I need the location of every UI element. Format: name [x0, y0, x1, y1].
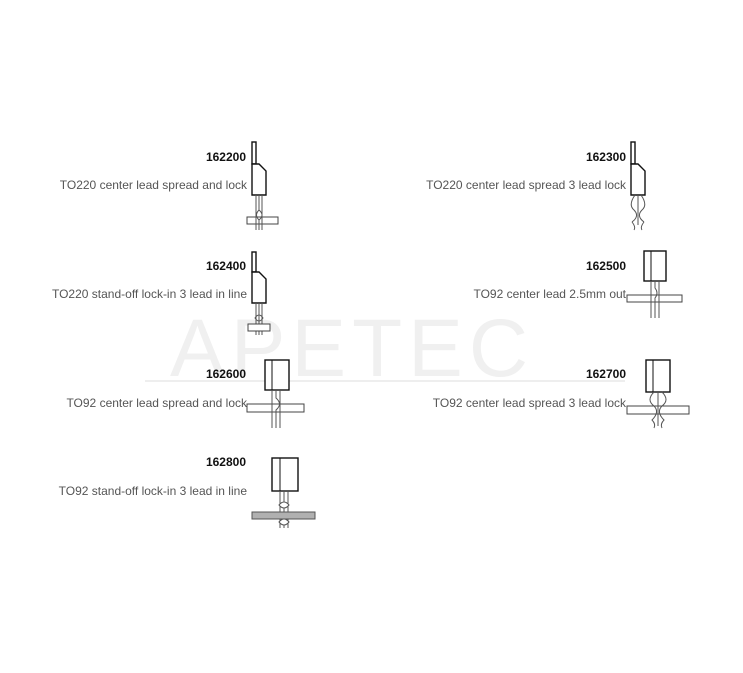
part-code-162200: 162200	[205, 150, 246, 164]
part-description-162600: TO92 center lead spread and lock	[66, 396, 247, 410]
part-code-162300: 162300	[585, 150, 626, 164]
part-description-162700: TO92 center lead spread 3 lead lock	[432, 396, 626, 410]
to92-spread-lock-figure	[246, 359, 305, 428]
to92-standoff-lockin-figure	[251, 457, 316, 528]
part-description-162800: TO92 stand-off lock-in 3 lead in line	[58, 484, 247, 498]
part-description-162500: TO92 center lead 2.5mm out	[473, 287, 626, 301]
part-description-162200: TO220 center lead spread and lock	[59, 178, 247, 192]
watermark-underline	[145, 380, 625, 382]
to220-spread-3-lead-lock-figure	[630, 141, 646, 231]
part-description-162300: TO220 center lead spread 3 lead lock	[426, 178, 626, 192]
to92-2-5mm-out-figure	[626, 250, 683, 318]
part-description-162400: TO220 stand-off lock-in 3 lead in line	[51, 287, 247, 301]
watermark-logo: APETEC	[170, 303, 535, 394]
part-code-162400: 162400	[205, 259, 246, 273]
part-code-162500: 162500	[585, 259, 626, 273]
to220-standoff-lockin-figure	[247, 251, 271, 335]
part-code-162700: 162700	[585, 367, 626, 381]
part-code-162800: 162800	[205, 455, 246, 469]
to220-spread-lock-figure	[246, 141, 279, 230]
part-code-162600: 162600	[205, 367, 246, 381]
to92-spread-3-lead-lock-figure	[626, 359, 690, 429]
